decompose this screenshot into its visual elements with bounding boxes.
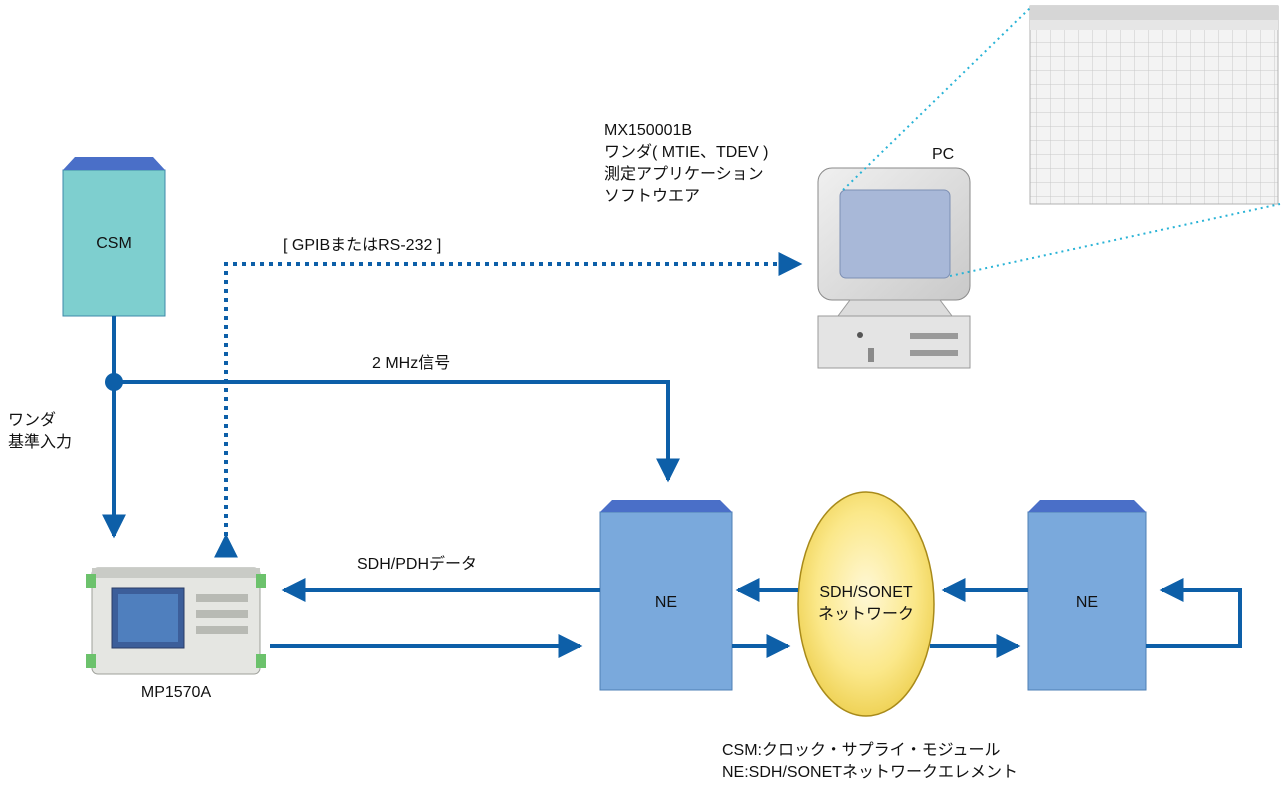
reference-lines — [102, 316, 680, 539]
sdh-sonet-network — [797, 491, 935, 717]
network-line-1: SDH/SONET — [819, 584, 913, 601]
gpib-rs232-link — [214, 252, 803, 558]
software-line-3: 測定アプリケーション — [604, 166, 764, 183]
software-screenshot — [1029, 5, 1279, 205]
software-label: MX150001B ワンダ( MTIE、TDEV ) 測定アプリケーション ソフ… — [604, 120, 768, 208]
sdh-pdh-data-label: SDH/PDHデータ — [357, 556, 478, 573]
zoom-lines — [842, 7, 1281, 277]
ne-left-label: NE — [654, 594, 678, 611]
csm-box — [62, 157, 166, 317]
pc-label: PC — [932, 146, 955, 163]
ne-right-box — [1027, 500, 1147, 691]
legend-csm: CSM:クロック・サプライ・モジュール — [722, 742, 1001, 759]
software-line-4: ソフトウエア — [604, 188, 701, 205]
wander-ref-line-2: 基準入力 — [8, 434, 73, 451]
signal-2mhz-label: 2 MHz信号 — [372, 355, 451, 372]
data-arrows — [270, 578, 1242, 658]
pc-computer — [817, 167, 971, 369]
wander-ref-line-1: ワンダ — [8, 412, 57, 429]
mp1570a-label: MP1570A — [140, 684, 212, 701]
interface-label: [ GPIBまたはRS-232 ] — [283, 237, 442, 254]
network-label: SDH/SONET ネットワーク — [798, 582, 934, 626]
software-line-2: ワンダ( MTIE、TDEV ) — [604, 144, 769, 161]
software-line-1: MX150001B — [604, 122, 693, 139]
legend-ne: NE:SDH/SONETネットワークエレメント — [722, 764, 1019, 781]
network-line-2: ネットワーク — [817, 606, 914, 623]
legend: CSM:クロック・サプライ・モジュール NE:SDH/SONETネットワークエレ… — [722, 740, 1018, 784]
ne-right-label: NE — [1075, 594, 1099, 611]
wander-reference-label: ワンダ 基準入力 — [8, 410, 72, 454]
junction-dot — [105, 373, 123, 391]
csm-label: CSM — [96, 235, 132, 252]
ne-left-box — [599, 500, 733, 691]
mp1570a-instrument — [86, 567, 266, 675]
